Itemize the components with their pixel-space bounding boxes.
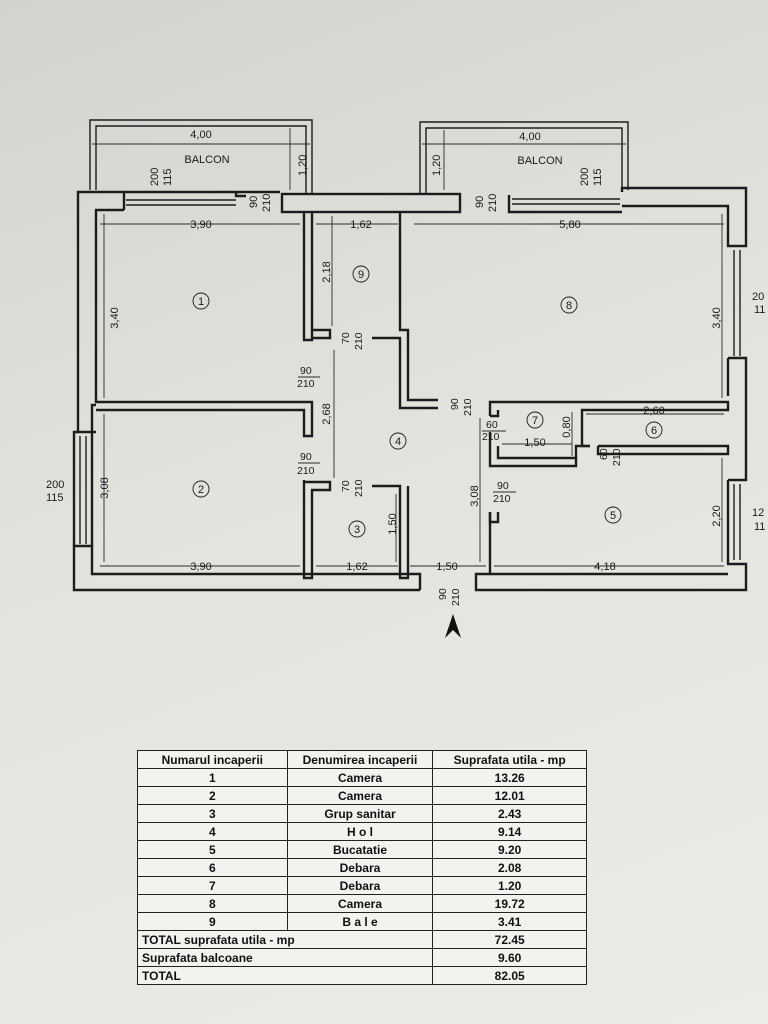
dim-room9-width: 1,62 [350, 219, 371, 231]
balcony-right-label: BALCON [517, 155, 562, 167]
dim-room2-width: 3,90 [190, 561, 211, 573]
door-room9-height: 210 [353, 332, 365, 350]
door-room6-height: 210 [611, 448, 623, 466]
entrance-arrow-icon [445, 614, 461, 638]
door-room3-width: 70 [340, 480, 352, 492]
dim-room7-height: 0,80 [561, 416, 573, 437]
room-numbers: 1 2 3 4 5 6 7 8 9 [192, 265, 663, 538]
balcony-right: 4,00 BALCON 1,20 200 115 90 210 [419, 121, 629, 212]
room-number-4: 4 [395, 436, 401, 448]
dim-left-window-width: 200 [46, 479, 64, 491]
balcony-right-door-height: 210 [487, 194, 499, 212]
door-room6-width: 60 [598, 448, 610, 460]
door-room8-width: 90 [449, 398, 461, 410]
dim-room8-height: 3,40 [711, 307, 723, 328]
balcony-right-window-height: 115 [592, 168, 604, 186]
room-number-6: 6 [651, 425, 657, 437]
dimension-lines [100, 214, 724, 567]
dim-room1-height: 3,40 [109, 307, 121, 328]
dim-room7-width: 1,50 [524, 437, 545, 449]
dim-right-window-top-width: 20 [752, 291, 764, 303]
door-room5-height: 210 [493, 493, 511, 505]
dim-room5-height: 2,20 [711, 505, 723, 526]
room-number-5: 5 [610, 510, 616, 522]
balcony-left-door-width: 90 [248, 196, 260, 208]
header-room-area: Suprafata utila - mp [432, 750, 587, 769]
room-number-7: 7 [532, 415, 538, 427]
balcony-left: 4,00 BALCON 1,20 200 115 90 210 [89, 119, 313, 212]
door-room2-width: 90 [300, 451, 312, 463]
door-room2-height: 210 [297, 465, 315, 477]
door-entry-height: 210 [450, 588, 462, 606]
area-table: Numarul incaperii Denumirea incaperii Su… [136, 750, 587, 985]
dim-room6-width: 2,60 [643, 405, 664, 417]
balcony-left-door-height: 210 [261, 194, 273, 212]
door-room9-width: 70 [340, 332, 352, 344]
dimension-labels: 3,90 1,62 5,80 3,40 3,40 2,18 2,68 3,08 … [46, 219, 765, 573]
dim-right-window-bottom-width: 12 [752, 507, 764, 519]
table-header-row: Numarul incaperii Denumirea incaperii Su… [137, 750, 587, 769]
header-room-name: Denumirea incaperii [286, 750, 434, 769]
windows [79, 198, 741, 560]
dim-entry-width: 1,50 [436, 561, 457, 573]
dim-right-window-bottom-height: 11 [754, 521, 765, 533]
dim-room3-height: 1,50 [387, 513, 399, 534]
balcony-left-label: BALCON [184, 154, 229, 166]
dim-room2-height: 3,08 [99, 477, 111, 498]
balcony-right-door-width: 90 [474, 196, 486, 208]
header-room-number: Numarul incaperii [137, 750, 288, 769]
door-room5-width: 90 [497, 480, 509, 492]
dim-room1-width: 3,90 [190, 219, 211, 231]
room-number-3: 3 [354, 524, 360, 536]
room-number-8: 8 [566, 300, 572, 312]
dim-room9-height: 2,18 [321, 261, 333, 282]
balcony-left-window-width: 200 [149, 168, 161, 186]
balcony-right-window-width: 200 [579, 168, 591, 186]
balcony-left-window-height: 115 [162, 168, 174, 186]
dim-hall-depth: 3,08 [469, 485, 481, 506]
door-room7-height: 210 [482, 431, 500, 443]
door-labels: 70 210 90 210 90 210 70 210 90 210 60 21… [297, 332, 623, 606]
balcony-right-width: 4,00 [519, 131, 540, 143]
door-room3-height: 210 [353, 479, 365, 497]
balcony-left-width: 4,00 [190, 129, 211, 141]
dim-hall-height: 2,68 [321, 403, 333, 424]
door-room1-width: 90 [300, 365, 312, 377]
balcony-right-depth: 1,20 [431, 155, 443, 176]
door-room8-height: 210 [462, 398, 474, 416]
door-room7-width: 60 [486, 419, 498, 431]
room-number-2: 2 [198, 484, 204, 496]
interior-walls [94, 212, 730, 580]
floor-plan: 4,00 BALCON 1,20 200 115 90 210 4,00 BAL… [46, 119, 765, 638]
dim-room5-width: 4,18 [594, 561, 615, 573]
room-number-1: 1 [198, 296, 204, 308]
door-room1-height: 210 [297, 378, 315, 390]
dim-left-window-height: 115 [46, 492, 64, 504]
dim-room3-width: 1,62 [346, 561, 367, 573]
dim-room8-width: 5,80 [559, 219, 580, 231]
balcony-left-depth: 1,20 [297, 155, 309, 176]
room-number-9: 9 [358, 269, 364, 281]
door-entry-width: 90 [437, 588, 449, 600]
outer-walls [72, 186, 748, 592]
dim-right-window-top-height: 11 [754, 304, 765, 316]
